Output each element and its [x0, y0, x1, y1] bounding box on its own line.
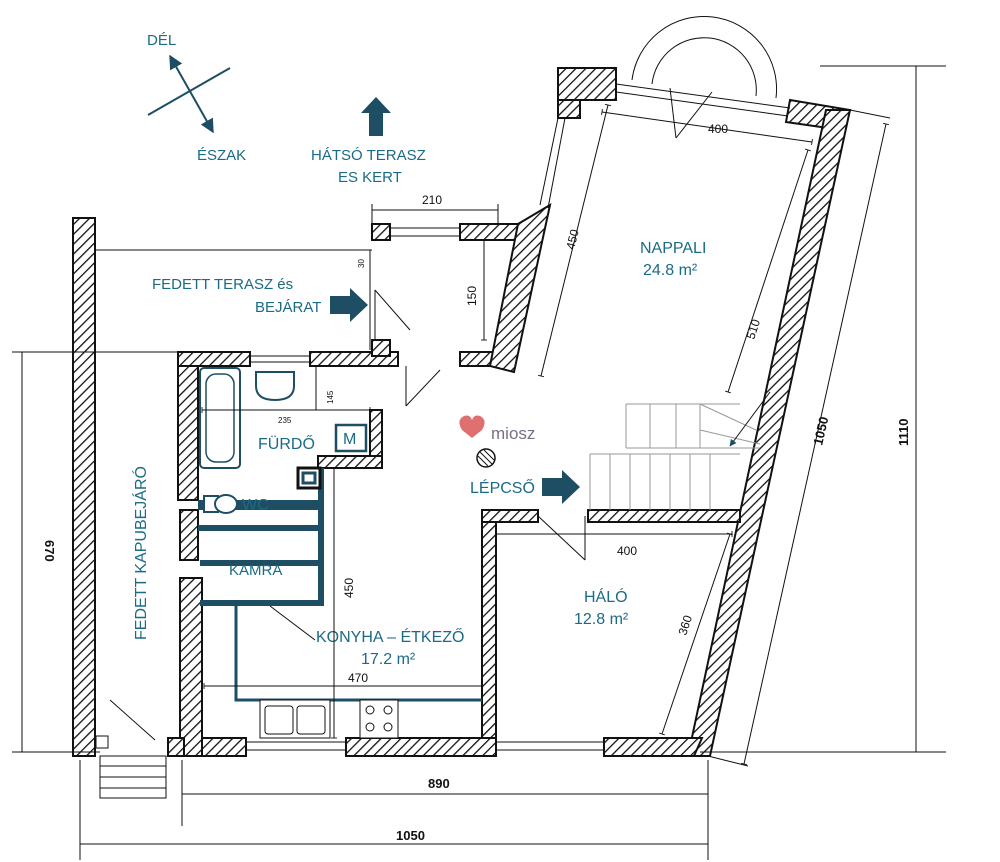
burner-icon — [365, 705, 375, 715]
compass-north-label: ÉSZAK — [197, 147, 246, 164]
porch-wall-bottom-left — [371, 339, 391, 357]
kitchen-area: 17.2 m² — [361, 651, 416, 668]
wall-bottom-corner — [167, 737, 185, 757]
bathroom-label: FÜRDŐ — [258, 434, 315, 453]
dim-890: 890 — [428, 776, 450, 791]
balcony-arc — [631, 15, 778, 99]
sink-bowl-right — [296, 705, 326, 735]
gateway-label: FEDETT KAPUBEJÁRÓ — [131, 466, 150, 640]
kitchen-counter — [234, 606, 482, 702]
dim-150: 150 — [465, 286, 479, 306]
dim-210: 210 — [422, 193, 442, 207]
stairs-label: LÉPCSŐ — [470, 478, 535, 497]
stove — [359, 699, 399, 739]
entrance-arrow-icon — [330, 288, 368, 322]
compass-axis-south-north — [169, 54, 214, 134]
logo-text: miosz — [491, 424, 535, 443]
bedroom-wall-top-left — [481, 509, 539, 523]
dim-450-kitchen: 450 — [342, 578, 356, 598]
burner-icon — [365, 722, 375, 732]
wall-bath-top — [177, 351, 251, 367]
covered-terrace-label-line2: BEJÁRAT — [255, 299, 321, 316]
covered-terrace-label-line1: FEDETT TERASZ és — [152, 276, 293, 293]
pantry-wall-bottom — [200, 600, 318, 606]
up-arrow-icon — [361, 97, 391, 136]
walls — [72, 67, 852, 757]
compass-south-label: DÉL — [147, 32, 176, 49]
wall-left-lower — [179, 577, 203, 757]
compass: DÉL ÉSZAK — [147, 32, 246, 164]
kitchen-name: KONYHA – ÉTKEZŐ — [316, 627, 464, 646]
back-terrace-label-line1: HÁTSÓ TERASZ — [311, 147, 426, 164]
bedroom-name: HÁLÓ — [584, 587, 628, 606]
staircase — [589, 403, 761, 510]
wc-label: WC — [242, 497, 269, 514]
dim-30: 30 — [357, 259, 366, 268]
meter-label: M — [343, 431, 356, 448]
gateway-wall — [72, 217, 96, 757]
bath-wall-bottom — [317, 455, 383, 469]
logo: miosz — [459, 415, 535, 443]
dim-400-bedroom: 400 — [617, 544, 637, 558]
dim-670: 670 — [42, 540, 57, 562]
bedroom-wall-top-right — [587, 509, 741, 523]
burner-icon — [383, 705, 393, 715]
compass-axis-cross — [147, 67, 231, 116]
living-room-name: NAPPALI — [640, 240, 706, 257]
bedroom-door — [537, 515, 586, 561]
wall-bottom-left — [201, 737, 247, 757]
gate-door — [109, 699, 156, 741]
back-terrace-label-line2: ES KERT — [338, 169, 402, 186]
toilet-icon — [214, 494, 238, 514]
porch-wall-top-left — [371, 223, 391, 241]
service-wall-vertical — [318, 468, 324, 606]
pantry-label: KAMRA — [229, 562, 282, 579]
wall-bottom-center — [345, 737, 497, 757]
bedroom-area: 12.8 m² — [574, 611, 629, 628]
wc-wall-top — [198, 500, 318, 510]
living-room-area: 24.8 m² — [643, 262, 698, 279]
dim-510: 510 — [744, 317, 764, 341]
dimension-lines: 210 30 150 450 400 510 1050 1110 145 235 — [12, 65, 946, 860]
burner-icon — [383, 722, 393, 732]
bathtub — [199, 367, 241, 469]
sink-bowl-left — [264, 705, 294, 735]
stairs-arrow-icon — [542, 470, 580, 504]
interior-lines: M — [95, 15, 791, 799]
pantry-door — [269, 605, 316, 641]
wall-bottom-right — [603, 737, 704, 757]
porch-wall-top-right — [459, 223, 519, 241]
dim-145: 145 — [326, 390, 335, 404]
wall-left-upper — [177, 351, 199, 501]
wc-wall-bottom — [198, 525, 318, 531]
living-wall-top-left — [557, 67, 617, 101]
meter-box — [334, 423, 368, 453]
dim-450-living: 450 — [563, 228, 582, 251]
dim-235: 235 — [278, 416, 292, 425]
bedroom-wall-left — [481, 509, 497, 757]
heart-logo-icon — [459, 415, 485, 438]
dim-1110: 1110 — [896, 419, 911, 447]
dim-360: 360 — [676, 613, 696, 637]
pantry-wall-top — [200, 560, 318, 566]
dim-400-top: 400 — [708, 122, 728, 136]
wall-left-mid — [179, 509, 199, 561]
dim-1050-bottom: 1050 — [396, 828, 425, 843]
dim-470: 470 — [348, 671, 368, 685]
dim-1050-right: 1050 — [810, 415, 831, 447]
washbasin — [255, 371, 295, 402]
